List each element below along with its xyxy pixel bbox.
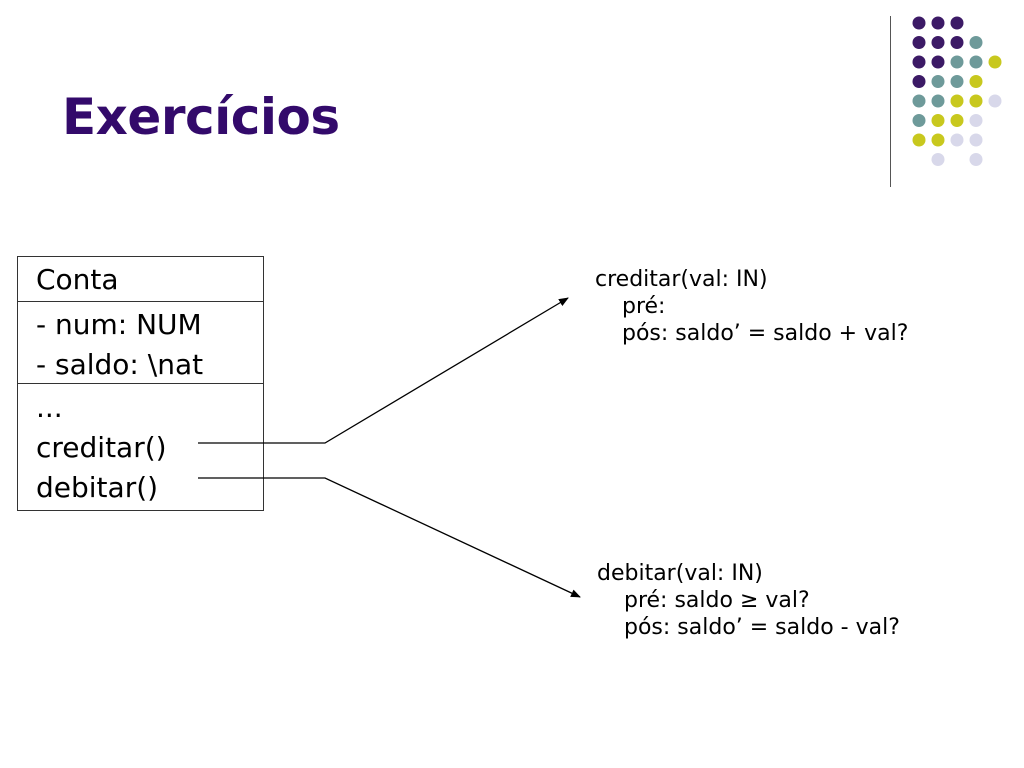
decorative-dot: [988, 55, 1002, 69]
decorative-dot: [950, 55, 964, 69]
spec-debitar: debitar(val: IN) pré: saldo ≥ val? pós: …: [597, 560, 900, 641]
spec-creditar-post: pós: saldo’ = saldo + val?: [622, 321, 909, 346]
decorative-dot-grid: [912, 16, 1002, 166]
decorative-dot: [912, 75, 926, 88]
uml-attribute: - num: NUM: [36, 308, 202, 341]
decorative-dot: [931, 114, 945, 127]
decorative-divider-line: [890, 16, 891, 187]
decorative-dot: [969, 133, 983, 147]
uml-operation-ellipsis: ...: [36, 391, 63, 424]
spec-creditar-signature: creditar(val: IN): [595, 267, 768, 292]
arrow-debitar-to-spec: [198, 477, 581, 598]
decorative-dot: [931, 55, 945, 69]
decorative-dot: [969, 36, 983, 49]
decorative-dot: [950, 94, 964, 108]
decorative-dot: [950, 16, 964, 30]
uml-class-box: Conta - num: NUM - saldo: \nat ... credi…: [17, 256, 264, 511]
uml-operation-creditar: creditar(): [36, 431, 167, 464]
decorative-dot: [931, 153, 945, 166]
spec-debitar-signature: debitar(val: IN): [597, 561, 763, 586]
arrow-creditar-to-spec: [198, 297, 569, 444]
spec-debitar-post: pós: saldo’ = saldo - val?: [624, 615, 900, 640]
decorative-dot: [912, 16, 926, 30]
decorative-dot: [950, 133, 964, 147]
decorative-dot: [950, 114, 964, 127]
decorative-dot: [912, 133, 926, 147]
decorative-dot: [969, 94, 983, 108]
spec-creditar-pre: pré:: [622, 294, 666, 319]
uml-class-name-section: Conta: [18, 257, 263, 302]
decorative-dot: [912, 94, 926, 108]
uml-operation-debitar: debitar(): [36, 471, 159, 504]
spec-creditar: creditar(val: IN) pré: pós: saldo’ = sal…: [595, 266, 908, 347]
decorative-dot: [912, 36, 926, 49]
spec-debitar-pre: pré: saldo ≥ val?: [624, 588, 810, 613]
decorative-dot: [969, 75, 983, 88]
uml-operations-section: ... creditar() debitar(): [18, 384, 263, 511]
decorative-dot: [969, 153, 983, 166]
decorative-dot: [950, 36, 964, 49]
decorative-dot: [912, 114, 926, 127]
decorative-dot: [969, 114, 983, 127]
decorative-dot: [931, 133, 945, 147]
decorative-dot: [931, 16, 945, 30]
uml-class-name: Conta: [36, 263, 119, 296]
decorative-dot: [969, 55, 983, 69]
uml-attributes-section: - num: NUM - saldo: \nat: [18, 302, 263, 384]
decorative-dot: [931, 94, 945, 108]
decorative-dot: [950, 75, 964, 88]
decorative-dot: [912, 55, 926, 69]
decorative-dot: [931, 36, 945, 49]
decorative-dot: [931, 75, 945, 88]
slide-title: Exercícios: [62, 88, 340, 146]
decorative-dot: [988, 94, 1002, 108]
uml-attribute: - saldo: \nat: [36, 348, 204, 381]
